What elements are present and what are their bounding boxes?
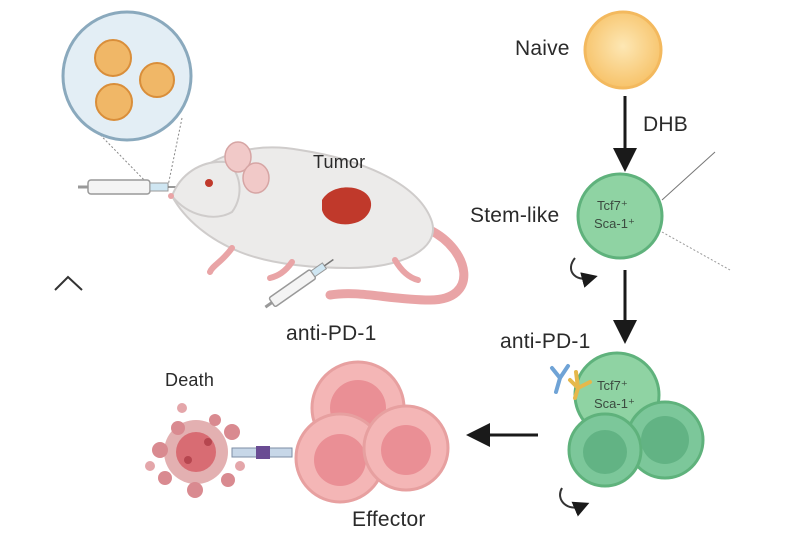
antibody-icon <box>550 364 592 400</box>
tumor-injection-syringe-icon <box>78 179 178 195</box>
stem-cell-cluster-icon <box>567 351 705 488</box>
self-renew-arrow-icon <box>570 257 598 288</box>
death-label: Death <box>165 370 215 390</box>
naive-cell-icon <box>583 10 663 90</box>
killing-connector-icon <box>231 446 293 459</box>
edge-caret-mark <box>54 275 83 291</box>
cluster-marker-sca1: Sca-1⁺ <box>594 396 635 411</box>
anti-pd1-syringe-icon <box>264 258 334 309</box>
effector-cells-icon <box>294 360 450 504</box>
stem-like-cell-icon <box>576 172 664 260</box>
effector-label: Effector <box>352 508 426 531</box>
anti-pd1-mouse-label: anti-PD-1 <box>286 322 377 345</box>
connector-line <box>661 151 716 201</box>
tumor-cell-culture-icon <box>94 39 175 121</box>
dhb-label: DHB <box>643 113 688 136</box>
dead-tumor-cells-icon <box>145 403 245 498</box>
mouse-icon <box>168 141 469 305</box>
tumor-mass-icon <box>322 187 372 225</box>
stem-marker-tcf7: Tcf7⁺ <box>597 198 628 213</box>
cluster-marker-tcf7: Tcf7⁺ <box>597 378 628 393</box>
tumor-label: Tumor <box>313 152 366 172</box>
naive-label: Naive <box>515 37 570 60</box>
anti-pd1-cells-label: anti-PD-1 <box>500 330 591 353</box>
connector-line-dashed <box>661 231 731 271</box>
stem-like-label: Stem-like <box>470 204 560 227</box>
cluster-renew-arrow-icon <box>559 487 590 517</box>
stem-marker-sca1: Sca-1⁺ <box>594 216 635 231</box>
tumor-cell-magnifier <box>61 10 193 187</box>
